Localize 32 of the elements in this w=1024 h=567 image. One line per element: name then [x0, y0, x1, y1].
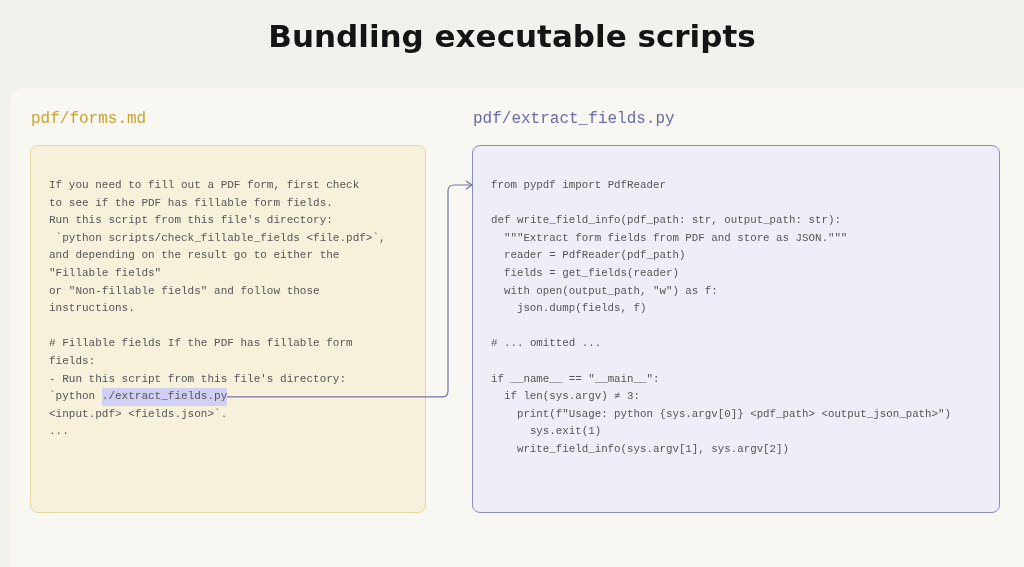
- code-line: fields:: [49, 353, 97, 369]
- code-line: fields = get_fields(reader): [502, 265, 680, 281]
- code-line: if __name__ == "__main__":: [491, 371, 661, 387]
- code-line: from pypdf import PdfReader: [491, 178, 667, 193]
- code-line: Run this script from this file's directory:: [49, 213, 334, 229]
- code-line: or "Non-fillable fields" and follow those: [49, 283, 321, 299]
- code-line: with open(output_path, "w") as f:: [502, 283, 719, 299]
- code-line: print(f"Usage: python {sys.argv[0]} <pdf_path> <output_json_path>"): [515, 406, 952, 422]
- code-line: `python: [49, 389, 96, 405]
- file-name-heading: pdf/forms.md: [31, 110, 147, 128]
- code-line: write_field_info(sys.argv[1], sys.argv[2]): [515, 441, 791, 457]
- code-line: """Extract form fields from PDF and store as JSON.""": [502, 230, 849, 246]
- diagram-title: Bundling executable scripts: [267, 18, 757, 54]
- connector-arrow: [226, 180, 473, 398]
- code-line: # Fillable fields If the PDF has fillable form: [49, 336, 354, 352]
- code-line: and depending on the result go to either the: [49, 248, 341, 264]
- code-line: if len(sys.argv) ≠ 3:: [502, 389, 642, 405]
- code-line: `python scripts/check_fillable_fields <file.pdf>`,: [54, 230, 387, 246]
- code-line: sys.exit(1): [528, 424, 603, 440]
- code-line: ...: [49, 424, 70, 440]
- code-line: instructions.: [49, 301, 136, 317]
- code-line: def write_field_info(pdf_path: str, output_path: str):: [491, 213, 842, 229]
- code-line: If you need to fill out a PDF form, first check: [49, 178, 361, 193]
- code-line: reader = PdfReader(pdf_path): [502, 248, 687, 264]
- code-line: json.dump(fields, f): [515, 301, 648, 317]
- highlighted-code: ./extract_fields.py: [101, 388, 228, 406]
- code-line: "Fillable fields": [49, 265, 163, 281]
- code-line: - Run this script from this file's directory:: [49, 371, 348, 387]
- file-name-heading: pdf/extract_fields.py: [473, 110, 675, 128]
- code-line: to see if the PDF has fillable form fields.: [49, 195, 334, 211]
- code-line: <input.pdf> <fields.json>`.: [49, 406, 229, 422]
- code-line: # ... omitted ...: [491, 336, 603, 352]
